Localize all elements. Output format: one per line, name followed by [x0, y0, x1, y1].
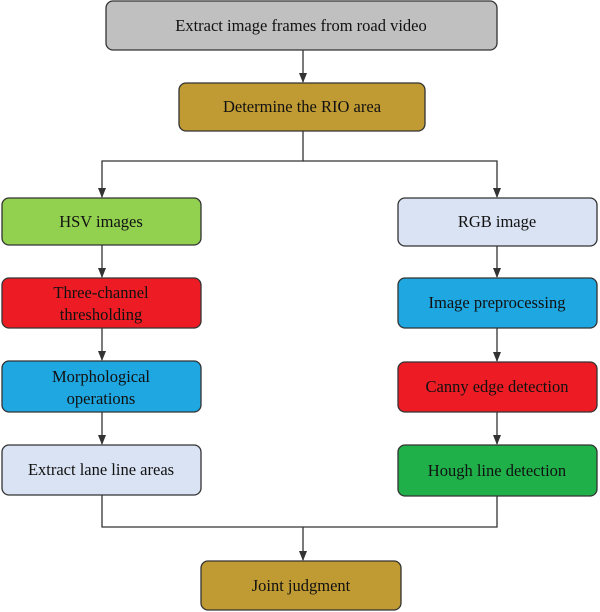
label-line: Canny edge detection: [426, 377, 569, 396]
label-line: Extract image frames from road video: [175, 16, 427, 35]
box-extract-lane: [1, 444, 202, 496]
label-determine-roi: Determine the RIO area: [223, 97, 382, 116]
box-morphological: [1, 360, 202, 413]
arrow-roi-to-rgb: [303, 160, 501, 198]
label-extract-lane: Extract lane line areas: [28, 460, 174, 479]
label-line: Determine the RIO area: [223, 97, 382, 116]
label-line: Joint judgment: [252, 576, 351, 595]
label-hough-line: Hough line detection: [428, 461, 566, 480]
box-hsv-images: [1, 197, 202, 246]
label-extract-frames: Extract image frames from road video: [175, 16, 427, 35]
box-extract-frames: [105, 0, 498, 51]
label-line: Image preprocessing: [429, 293, 566, 312]
label-line: thresholding: [60, 305, 143, 324]
label-line: operations: [67, 389, 136, 408]
label-morphological: Morphological operations: [52, 367, 150, 408]
label-image-preprocessing: Image preprocessing: [429, 293, 566, 312]
label-line: Hough line detection: [428, 461, 566, 480]
label-joint-judgment: Joint judgment: [252, 576, 351, 595]
labels: Extract image frames from road video Det…: [28, 16, 569, 595]
label-line: Extract lane line areas: [28, 460, 174, 479]
label-line: Morphological: [52, 367, 150, 386]
box-hough-line: [397, 444, 598, 497]
connectors: [98, 50, 501, 561]
label-line: HSV images: [59, 212, 143, 231]
box-image-preprocessing: [397, 277, 598, 329]
label-line: Three-channel: [53, 283, 149, 302]
label-hsv-images: HSV images: [59, 212, 143, 231]
label-three-channel: Three-channel thresholding: [53, 283, 149, 324]
box-determine-roi: [178, 82, 426, 132]
line-extract-lane-merge: [101, 495, 498, 528]
box-three-channel: [1, 277, 202, 329]
label-canny-edge: Canny edge detection: [426, 377, 569, 396]
box-rgb-image: [397, 197, 598, 247]
arrow-roi-to-hsv: [98, 131, 304, 198]
label-line: RGB image: [458, 212, 536, 231]
label-rgb-image: RGB image: [458, 212, 536, 231]
box-joint-judgment: [200, 560, 402, 611]
box-canny-edge: [397, 361, 598, 413]
